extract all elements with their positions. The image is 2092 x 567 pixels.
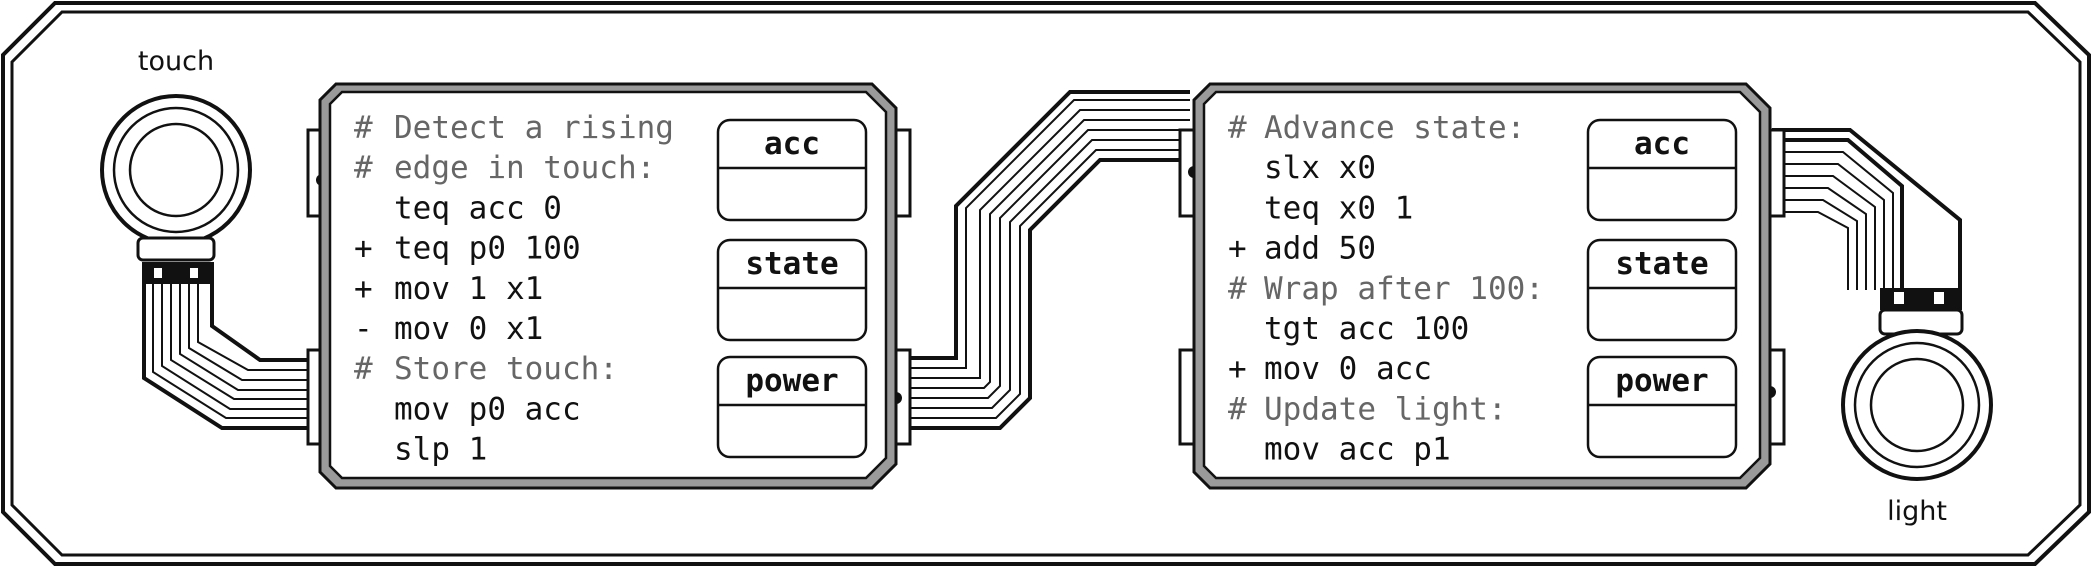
- code-line-text: Wrap after 100:: [1264, 271, 1544, 307]
- code-line-marker: #: [354, 351, 373, 387]
- register-power: power: [1586, 355, 1738, 459]
- code-line-text: add 50: [1264, 231, 1376, 267]
- code-line-text: Store touch:: [394, 351, 618, 387]
- code-line-text: Update light:: [1264, 391, 1507, 427]
- register-label: state: [1615, 246, 1708, 282]
- controller-1[interactable]: # Detect a rising # edge in touch: teq acc 0…: [306, 82, 912, 490]
- register-label: power: [1615, 363, 1708, 399]
- code-line-marker: #: [1228, 391, 1247, 427]
- register-power: power: [716, 355, 868, 459]
- code-line: slx x0: [1264, 150, 1376, 186]
- code-line: # Store touch:: [354, 351, 618, 387]
- code-line: # Wrap after 100:: [1228, 271, 1544, 307]
- code-line: # Advance state:: [1228, 110, 1525, 146]
- bus-touch-to-controller1: [142, 282, 320, 430]
- code-line-marker: +: [1228, 351, 1247, 387]
- light-output[interactable]: light: [1841, 288, 1993, 527]
- code-line-marker: #: [1228, 271, 1247, 307]
- touch-sensor[interactable]: touch: [100, 46, 252, 284]
- register-label: acc: [1634, 126, 1690, 162]
- controller2-code-listing: # Advance state: slx x0 teq x0 1 + add 50 # Wra…: [1228, 110, 1544, 468]
- code-line-text: tgt acc 100: [1264, 311, 1469, 347]
- register-acc: acc: [716, 118, 868, 222]
- register-state: state: [716, 238, 868, 342]
- code-line: # edge in touch:: [354, 150, 655, 186]
- code-line-text: teq p0 100: [394, 231, 581, 267]
- code-line: mov acc p1: [1264, 432, 1451, 468]
- code-line-marker: #: [354, 110, 373, 146]
- register-acc: acc: [1586, 118, 1738, 222]
- controller2-port-right-top: [1768, 128, 1786, 218]
- code-line: -mov 0 x1: [354, 311, 543, 347]
- bus-controller2-to-light: [1770, 128, 1962, 290]
- controller-2[interactable]: # Advance state: slx x0 teq x0 1 + add 50 # Wra…: [1178, 82, 1786, 490]
- code-line: teq x0 1: [1264, 190, 1413, 226]
- controller1-registers: acc state power: [716, 118, 868, 459]
- register-state: state: [1586, 238, 1738, 342]
- code-line-text: edge in touch:: [394, 150, 655, 186]
- touch-label: touch: [138, 46, 214, 77]
- code-line: + teq p0 100: [354, 231, 581, 267]
- register-label: state: [745, 246, 838, 282]
- register-label: power: [745, 363, 838, 399]
- controller1-port-right-top: [894, 128, 912, 218]
- code-line: # Detect a rising: [354, 110, 674, 146]
- code-line-text: slp 1: [394, 432, 487, 468]
- code-line: slp 1: [394, 432, 487, 468]
- code-line-text: Advance state:: [1264, 110, 1525, 146]
- code-line: + mov 0 acc: [1228, 351, 1432, 387]
- code-line-text: slx x0: [1264, 150, 1376, 186]
- code-line: mov p0 acc: [394, 391, 581, 427]
- controller2-port-left-bottom: [1178, 348, 1196, 446]
- code-line-text: teq acc 0: [394, 190, 562, 226]
- code-line-marker: +: [354, 231, 373, 267]
- code-line-text: mov 0 acc: [1264, 351, 1432, 387]
- controller1-code-listing: # Detect a rising # edge in touch: teq acc 0…: [354, 110, 674, 468]
- code-line-text: mov 1 x1: [394, 271, 543, 307]
- controller2-registers: acc state power: [1586, 118, 1738, 459]
- code-line-text: mov 0 x1: [394, 311, 543, 347]
- bus-controller1-to-controller2: [900, 90, 1190, 430]
- code-line: tgt acc 100: [1264, 311, 1469, 347]
- code-line: # Update light:: [1228, 391, 1507, 427]
- light-label: light: [1887, 496, 1947, 527]
- code-line-text: mov p0 acc: [394, 391, 581, 427]
- board-inner-border: [10, 10, 2082, 557]
- code-line: teq acc 0: [394, 190, 562, 226]
- code-line-text: mov acc p1: [1264, 432, 1451, 468]
- code-line: + add 50: [1228, 231, 1376, 267]
- code-line-text: Detect a rising: [394, 110, 674, 146]
- code-line-marker: +: [354, 271, 373, 307]
- code-line-marker: -: [354, 311, 373, 347]
- code-line-marker: #: [354, 150, 373, 186]
- code-line-marker: +: [1228, 231, 1247, 267]
- register-label: acc: [764, 126, 820, 162]
- code-line: + mov 1 x1: [354, 271, 543, 307]
- code-line-marker: #: [1228, 110, 1247, 146]
- code-line-text: teq x0 1: [1264, 190, 1413, 226]
